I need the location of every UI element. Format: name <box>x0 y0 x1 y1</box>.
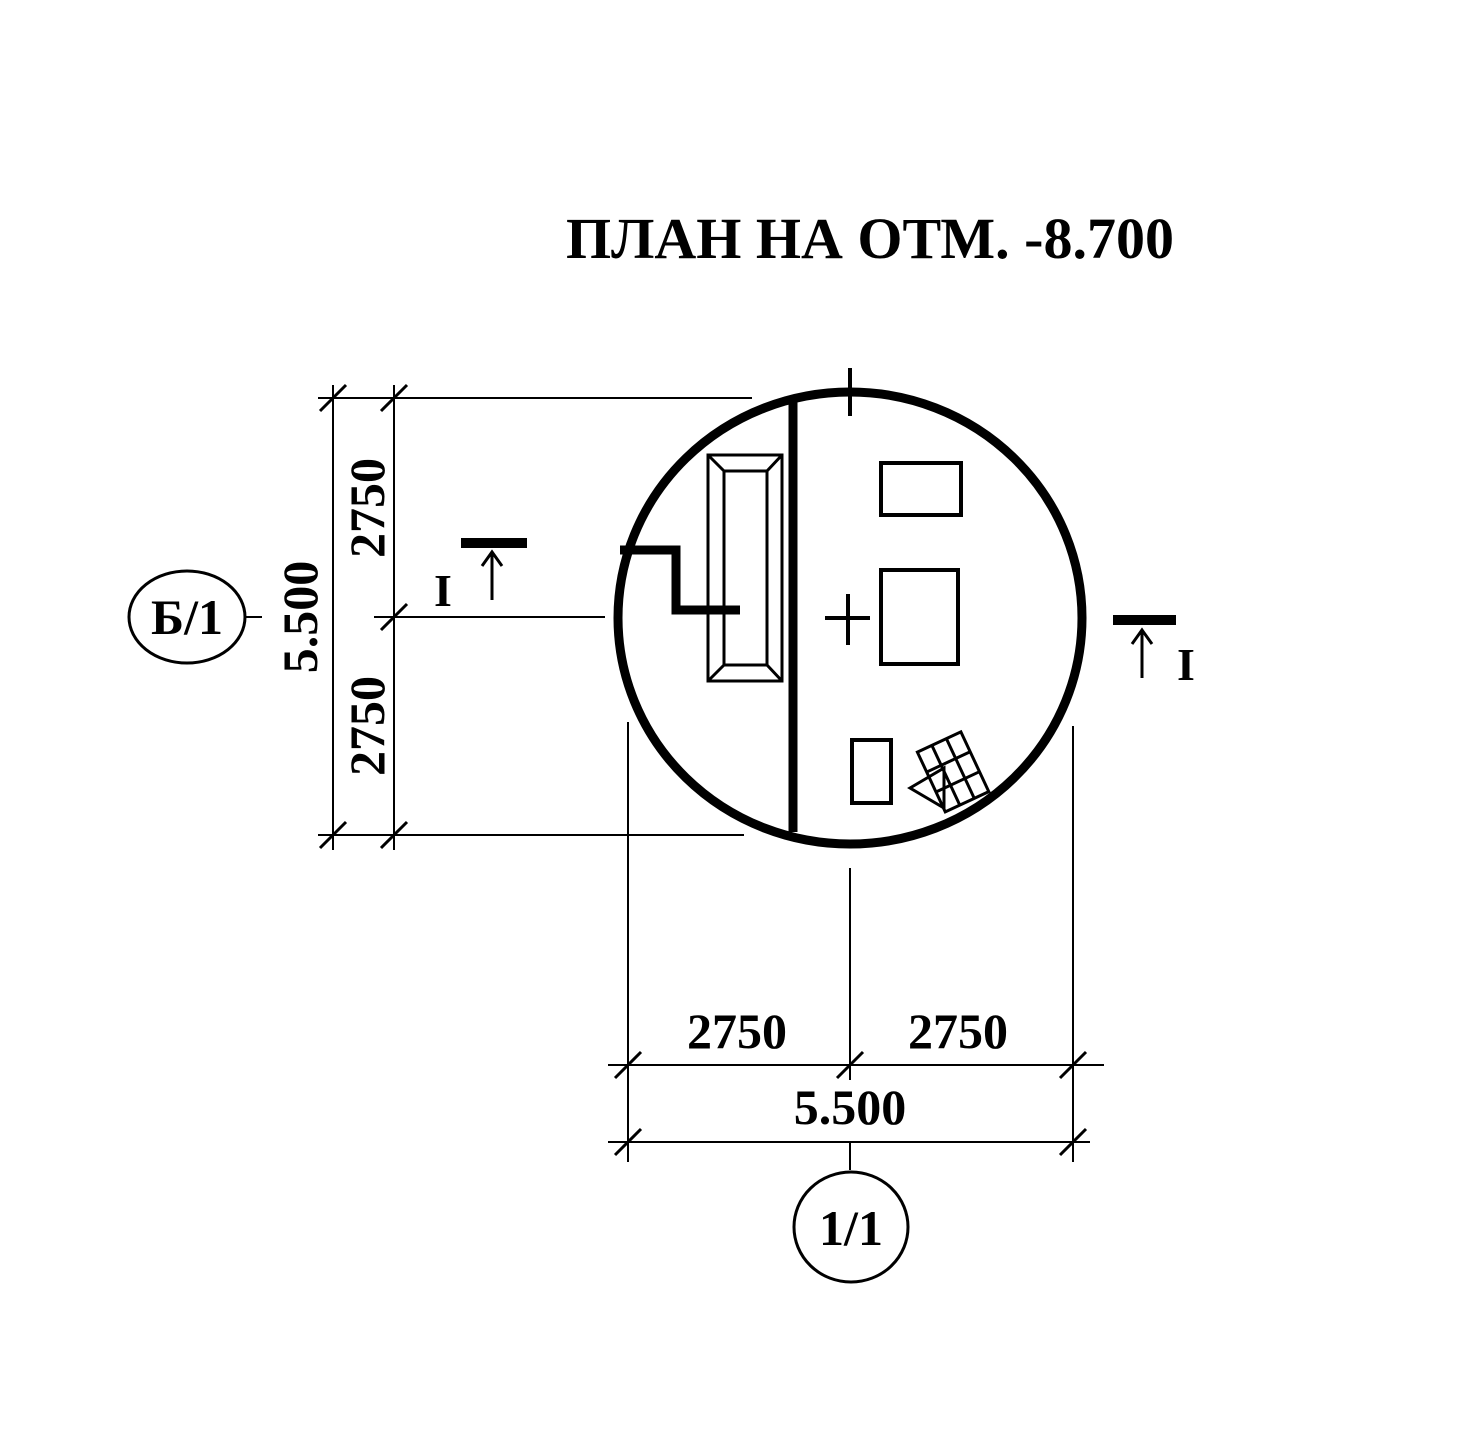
dim-horizontal-right: 2750 <box>908 1003 1008 1059</box>
section-mark-right: I <box>1113 615 1195 690</box>
dim-horizontal-total: 5.500 <box>794 1079 907 1135</box>
axis-bubble-column: 1/1 <box>792 1142 910 1284</box>
section-mark-left: I <box>434 538 527 616</box>
axis-label-column: 1/1 <box>819 1200 883 1256</box>
ladder-outer-frame <box>706 453 784 683</box>
axis-label-row: Б/1 <box>151 589 223 645</box>
section-label-right: I <box>1177 639 1195 690</box>
dim-vertical-total: 5.500 <box>272 561 328 674</box>
dim-vertical-bottom: 2750 <box>339 676 395 776</box>
ladder-inner-frame <box>722 469 769 667</box>
section-cut-line <box>620 545 740 615</box>
axis-bubble-row: Б/1 <box>127 569 262 665</box>
ladder <box>706 453 784 683</box>
vertical-dimensions: 2750 2750 5.500 <box>272 383 752 850</box>
shaft-plan <box>613 368 1087 849</box>
section-label-left: I <box>434 565 452 616</box>
plan-title: ПЛАН НА ОТМ. -8.700 <box>566 206 1174 271</box>
horizontal-dimensions: 2750 2750 5.500 <box>608 722 1104 1162</box>
equipment-box-bottom <box>850 738 893 805</box>
dim-vertical-top: 2750 <box>339 458 395 558</box>
grate-arrow <box>907 765 946 811</box>
equipment-box-top <box>879 461 963 517</box>
equipment-box-middle <box>879 568 960 666</box>
equipment <box>825 461 963 805</box>
dim-horizontal-left: 2750 <box>687 1003 787 1059</box>
